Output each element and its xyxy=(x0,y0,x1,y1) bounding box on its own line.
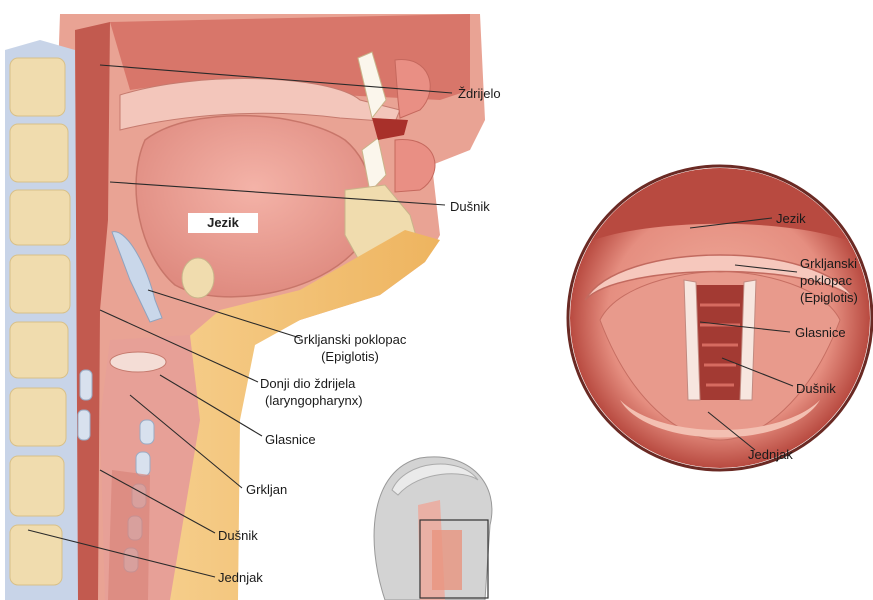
hyoid xyxy=(182,258,214,298)
label-round-glasnice: Glasnice xyxy=(795,325,846,340)
label-round-jezik: Jezik xyxy=(776,211,806,226)
label-zdrijelo: Ždrijelo xyxy=(458,86,501,101)
label-epiglotis-line1: Grkljanski poklopac xyxy=(285,332,415,347)
label-donji-line2: (laryngopharynx) xyxy=(265,393,363,408)
head-locator-icon xyxy=(374,457,492,600)
label-donji-line1: Donji dio ždrijela xyxy=(260,376,355,391)
label-dusnik-top: Dušnik xyxy=(450,199,490,214)
larynx-view xyxy=(568,166,872,470)
vocal-folds xyxy=(110,352,166,372)
label-jezik: Jezik xyxy=(188,213,258,233)
label-round-epiglotis-line3: (Epiglotis) xyxy=(800,290,858,305)
esophagus xyxy=(108,470,150,600)
label-glasnice: Glasnice xyxy=(265,432,316,447)
label-dusnik-bottom: Dušnik xyxy=(218,528,258,543)
label-grkljan: Grkljan xyxy=(246,482,287,497)
label-round-dusnik: Dušnik xyxy=(796,381,836,396)
label-round-epiglotis-line2: poklopac xyxy=(800,273,852,288)
label-round-jednjak: Jednjak xyxy=(748,447,793,462)
label-jednjak: Jednjak xyxy=(218,570,263,585)
label-epiglotis-line2: (Epiglotis) xyxy=(285,349,415,364)
label-round-epiglotis-line1: Grkljanski xyxy=(800,256,857,271)
